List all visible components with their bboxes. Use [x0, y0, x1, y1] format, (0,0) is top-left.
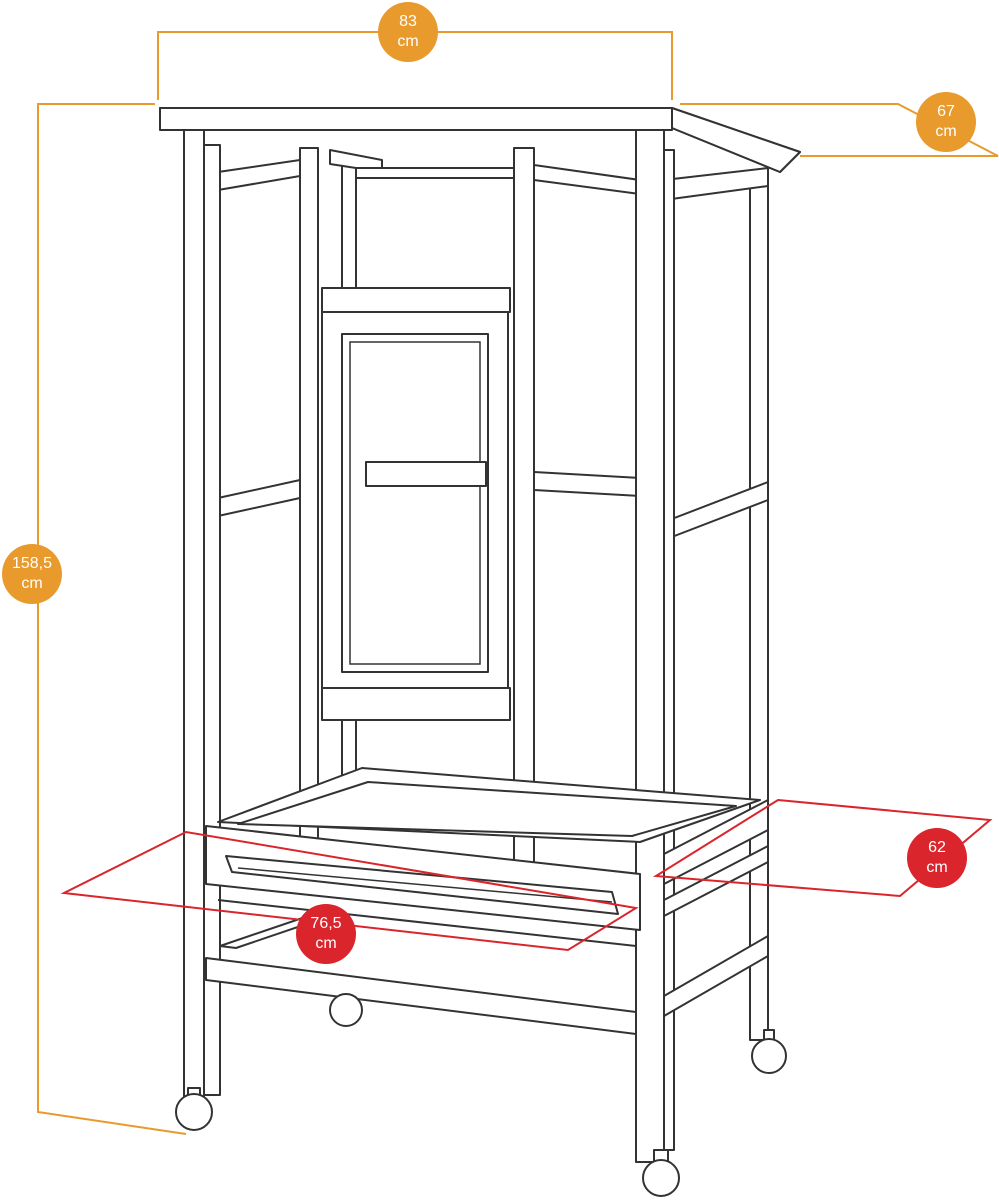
base-width-value: 76,5 — [310, 915, 341, 932]
height-dimension-line — [37, 103, 187, 1135]
caster-wheels — [175, 993, 787, 1197]
base-depth-badge: 62 cm — [907, 828, 967, 888]
base-dimension-lines — [60, 798, 993, 952]
lower-shelf — [205, 899, 769, 1035]
base-width-badge: 76,5 cm — [296, 904, 356, 964]
base-width-dimension-line — [60, 830, 639, 952]
caster-wheel-icon — [751, 1029, 787, 1074]
height-value: 158,5 — [12, 555, 52, 572]
base-depth-dimension-line — [652, 798, 993, 898]
height-badge: 158,5 cm — [2, 544, 62, 604]
depth-value: 67 — [937, 103, 955, 120]
base-depth-value: 62 — [928, 839, 946, 856]
depth-unit: cm — [935, 123, 956, 140]
caster-wheel-icon — [329, 993, 363, 1027]
width-unit: cm — [397, 33, 418, 50]
height-unit: cm — [21, 575, 42, 592]
base-width-unit: cm — [315, 935, 336, 952]
width-badge: 83 cm — [378, 2, 438, 62]
front-posts — [183, 129, 675, 1163]
width-value: 83 — [399, 13, 417, 30]
mid-rails — [217, 471, 769, 541]
caster-wheel-icon — [642, 1149, 680, 1197]
cage-drawing — [159, 107, 801, 1197]
depth-badge: 67 cm — [916, 92, 976, 152]
cage-roof — [159, 107, 801, 173]
base-depth-unit: cm — [926, 859, 947, 876]
cage-door — [321, 287, 511, 721]
caster-wheel-icon — [175, 1087, 213, 1131]
